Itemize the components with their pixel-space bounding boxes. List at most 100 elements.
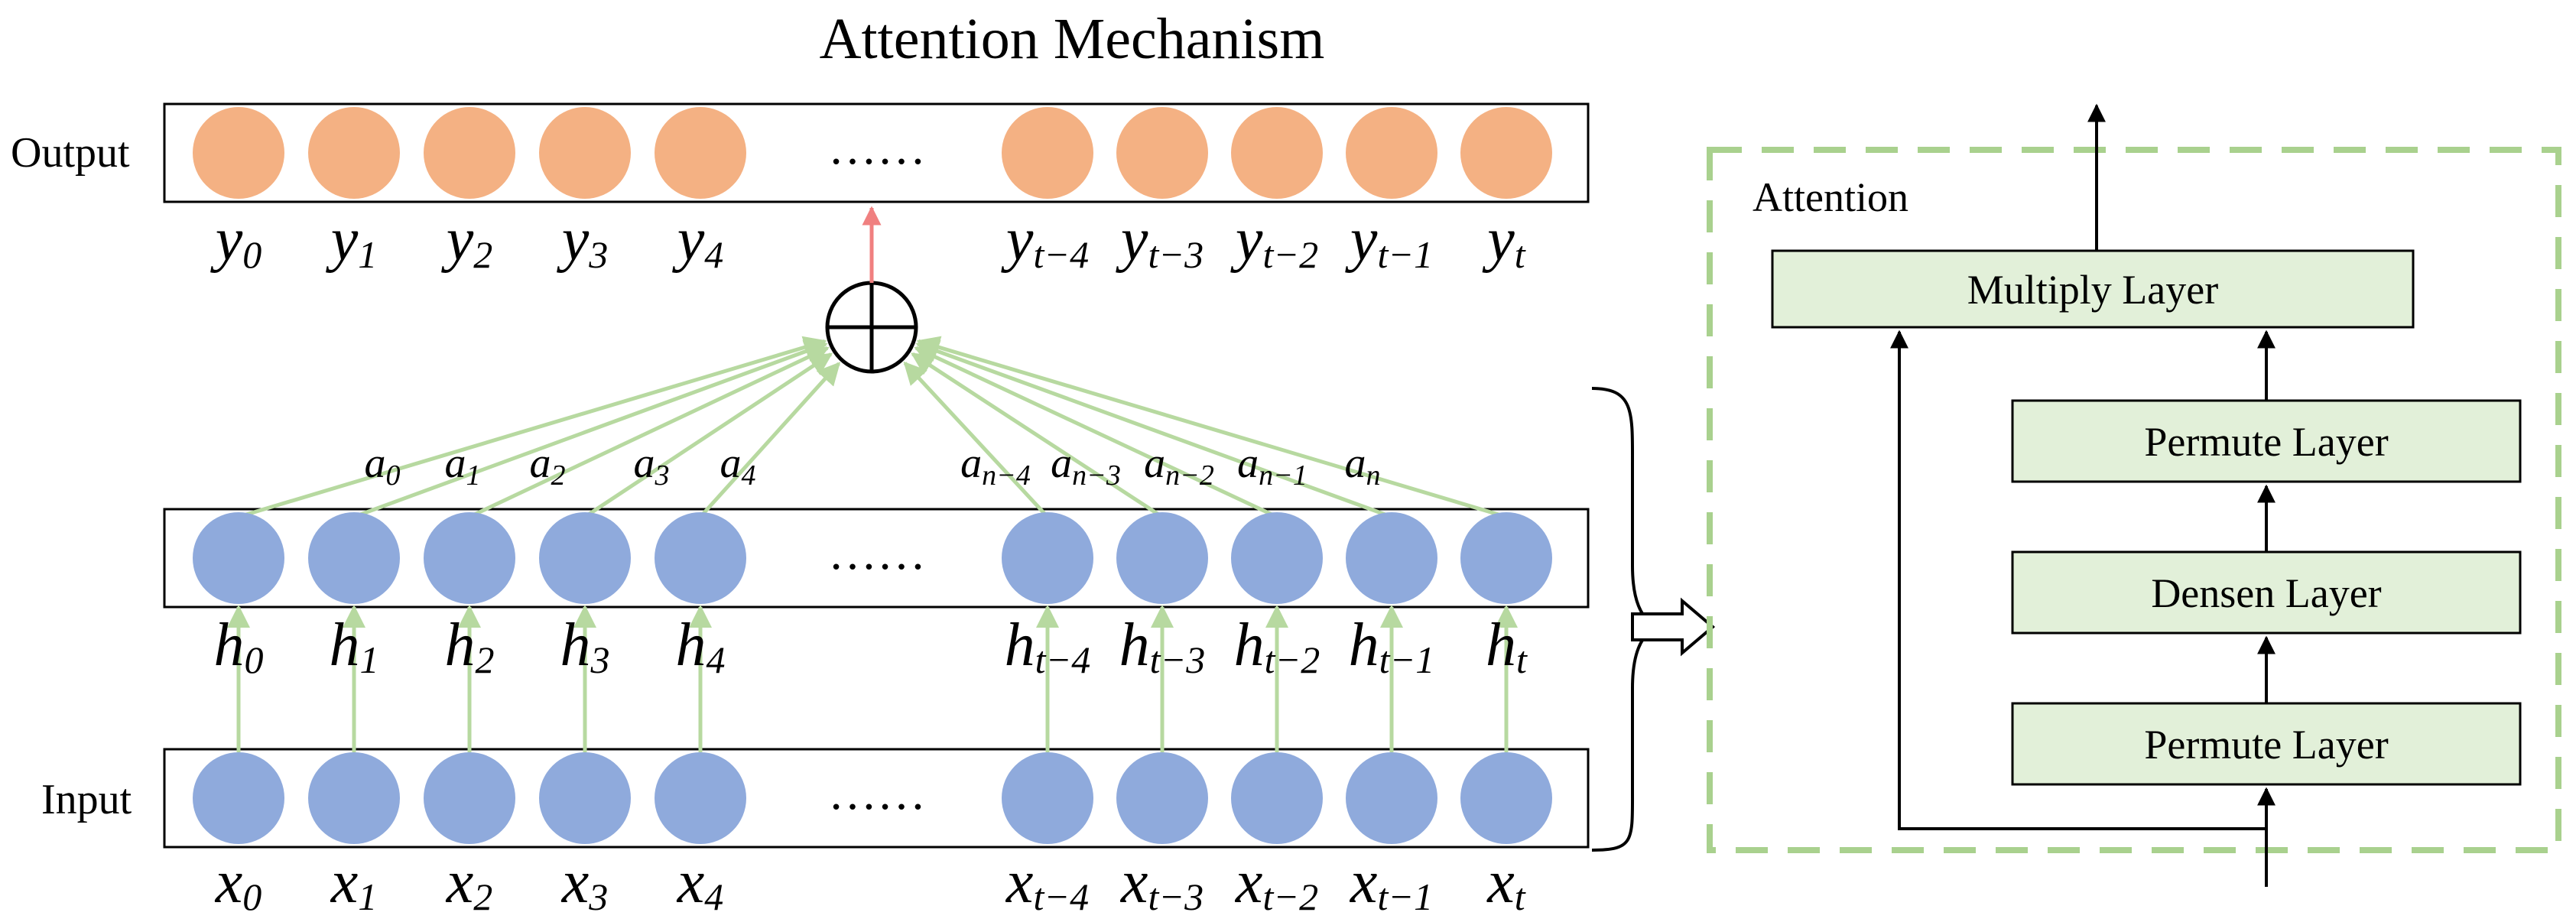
- output-node: [1231, 107, 1323, 199]
- output-node-label: y0: [210, 206, 262, 276]
- hollow-arrow-icon: [1631, 597, 1716, 657]
- diagram-title: Attention Mechanism: [820, 7, 1325, 71]
- input-node: [1346, 752, 1437, 844]
- attention-weight-label: a1: [445, 440, 481, 492]
- hidden-node: [1346, 512, 1437, 604]
- output-node-label: yt−4: [1001, 206, 1089, 276]
- input-node-label: xt−4: [1005, 849, 1089, 918]
- hidden-to-sum-arrow: [468, 346, 830, 519]
- hidden-to-sum-arrow: [914, 346, 1278, 519]
- hidden-node: [308, 512, 400, 604]
- input-node-label: xt−2: [1235, 849, 1318, 918]
- attention-weight-label: a4: [720, 440, 756, 492]
- input-node-label: x3: [561, 849, 609, 918]
- output-row-box: [163, 102, 1590, 203]
- input-node-label: x0: [215, 849, 262, 918]
- attention-weight-label: an−4: [960, 440, 1031, 492]
- output-node-label: yt−3: [1116, 206, 1204, 276]
- circled-plus-icon: [825, 281, 918, 374]
- densen-layer-label: Densen Layer: [2151, 570, 2381, 616]
- output-node: [1460, 107, 1552, 199]
- hidden-node: [539, 512, 631, 604]
- input-node: [1116, 752, 1208, 844]
- hidden-node: [424, 512, 515, 604]
- output-node-label: yt−1: [1345, 206, 1433, 276]
- attention-weight-label: an: [1345, 440, 1381, 492]
- input-row-label: Input: [41, 776, 132, 823]
- permute-layer-top-label: Permute Layer: [2144, 419, 2388, 465]
- attention-weight-labels: a0 a1 a2 a3 a4 an−4 an−3 an−2 an−1 an: [365, 440, 1381, 492]
- input-node: [655, 752, 746, 844]
- input-node: [1231, 752, 1323, 844]
- input-node-label: xt−3: [1120, 849, 1204, 918]
- attention-panel-title: Attention: [1753, 174, 1908, 220]
- input-node: [1460, 752, 1552, 844]
- output-node: [1116, 107, 1208, 199]
- hidden-node: [1002, 512, 1093, 604]
- hidden-to-sum-arrow: [903, 361, 1049, 518]
- input-node-label: x4: [677, 849, 724, 918]
- hidden-to-sum-arrow: [915, 340, 1392, 519]
- hidden-to-sum-arrow: [911, 352, 1164, 519]
- output-node-label: y2: [441, 206, 493, 276]
- hidden-node-label: ht−3: [1119, 612, 1206, 681]
- attention-weight-label: an−1: [1237, 440, 1307, 492]
- input-node: [424, 752, 515, 844]
- input-node-label: x2: [446, 849, 493, 918]
- output-node-label: y1: [326, 206, 378, 276]
- output-node-label: y4: [672, 206, 724, 276]
- hidden-to-sum-arrow: [238, 336, 827, 519]
- input-node-label: xt: [1486, 849, 1526, 918]
- attention-weight-label: an−3: [1051, 440, 1121, 492]
- output-node-label: yt−2: [1230, 206, 1318, 276]
- hidden-row-box: [163, 508, 1590, 609]
- attention-weight-label: a3: [634, 440, 670, 492]
- output-row-label: Output: [11, 129, 130, 177]
- permute-layer-bottom-box: [2011, 702, 2522, 786]
- output-node-label: y3: [557, 206, 609, 276]
- hidden-node-label: ht−4: [1005, 612, 1091, 681]
- output-node: [193, 107, 284, 199]
- hidden-node: [193, 512, 284, 604]
- permute-layer-top-box: [2011, 399, 2522, 483]
- hidden-node-label: h1: [330, 612, 379, 681]
- connection-lines: [227, 336, 1518, 752]
- hidden-node: [1460, 512, 1552, 604]
- node-circles: [193, 107, 1552, 844]
- output-node: [424, 107, 515, 199]
- hidden-node: [1116, 512, 1208, 604]
- output-node: [655, 107, 746, 199]
- hidden-node: [1231, 512, 1323, 604]
- output-node: [1002, 107, 1093, 199]
- output-node: [308, 107, 400, 199]
- input-node-label: xt−1: [1350, 849, 1433, 918]
- hidden-node-label: ht−1: [1349, 612, 1435, 681]
- hidden-node-label: h3: [560, 612, 610, 681]
- attention-panel: [1707, 147, 2561, 853]
- output-ellipsis: ……: [828, 120, 926, 174]
- hidden-node-label: h2: [445, 612, 495, 681]
- hidden-node-label: ht: [1486, 612, 1528, 681]
- node-labels: y0 y1 y2 y3 y4 yt−4 yt−3 yt−2 yt−1 yt h0 h1 h2 h3 h4 ht…: [210, 206, 1528, 918]
- hidden-ellipsis: ……: [828, 525, 926, 579]
- input-node: [1002, 752, 1093, 844]
- hidden-to-sum-arrow: [916, 336, 1507, 519]
- attention-panel-arrows: [1890, 103, 2276, 887]
- input-node: [193, 752, 284, 844]
- output-node: [1346, 107, 1437, 199]
- hidden-node-label: h0: [214, 612, 264, 681]
- densen-layer-box: [2011, 550, 2522, 635]
- input-row-box: [163, 748, 1590, 849]
- input-node: [308, 752, 400, 844]
- hidden-node-label: h4: [676, 612, 726, 681]
- hidden-node-label: ht−2: [1234, 612, 1320, 681]
- output-node-label: yt: [1482, 206, 1526, 276]
- attention-weight-label: a2: [530, 440, 566, 492]
- multiply-layer-label: Multiply Layer: [1967, 267, 2218, 313]
- hidden-to-sum-arrow: [353, 340, 828, 519]
- hidden-node: [655, 512, 746, 604]
- permute-layer-bottom-label: Permute Layer: [2144, 722, 2388, 768]
- attention-weight-label: a0: [365, 440, 401, 492]
- attention-weight-label: an−2: [1144, 440, 1214, 492]
